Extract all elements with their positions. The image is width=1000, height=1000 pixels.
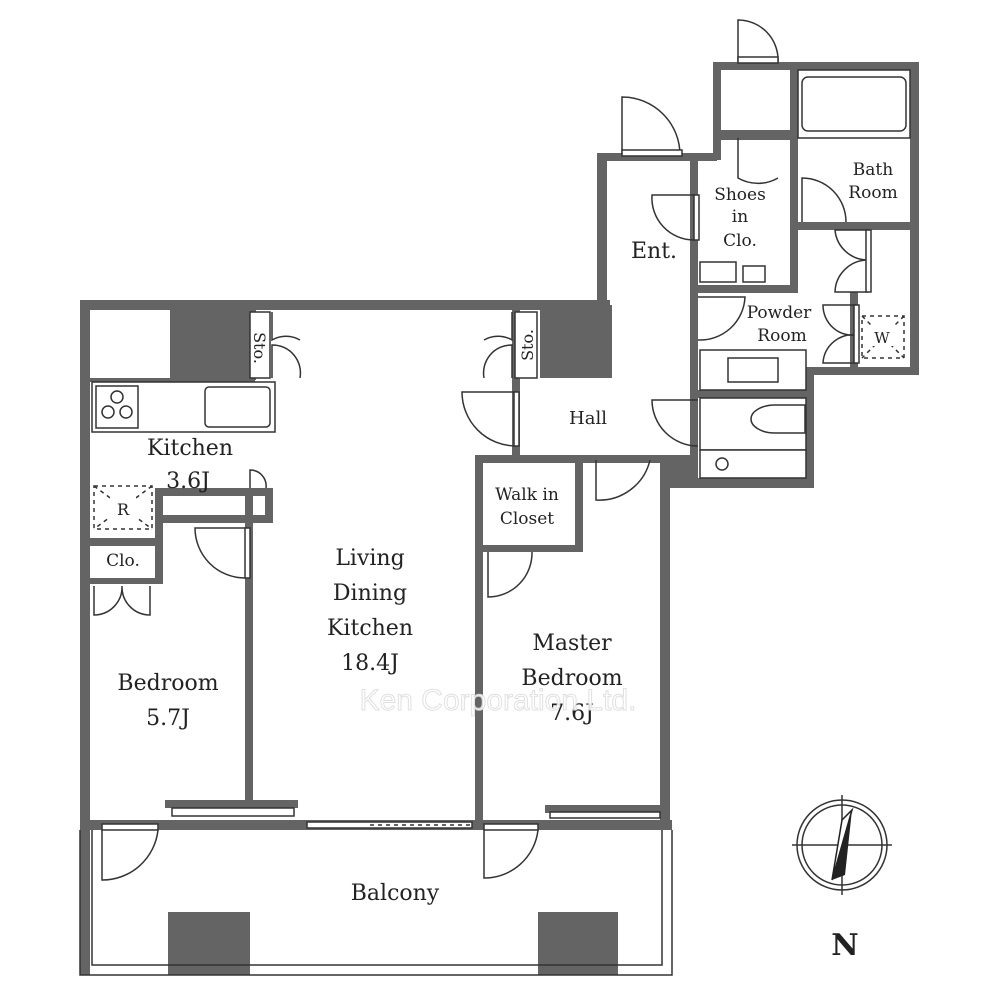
refrigerator-label: R bbox=[117, 500, 130, 519]
ldk-label-3: Kitchen bbox=[327, 616, 413, 641]
ldk-size: 18.4J bbox=[341, 651, 399, 676]
shoes-label-1: Shoes bbox=[714, 185, 766, 205]
walkin-label-1: Walk in bbox=[495, 485, 559, 505]
storage-right-label: Sto. bbox=[518, 329, 537, 361]
bedroom-size: 5.7J bbox=[146, 706, 190, 731]
kitchen-size: 3.6J bbox=[166, 469, 210, 494]
washer-label: W bbox=[874, 329, 890, 347]
kitchen-label: Kitchen bbox=[147, 436, 233, 461]
master-size: 7.6J bbox=[550, 701, 594, 726]
walkin-label-2: Closet bbox=[500, 509, 554, 529]
entrance-label: Ent. bbox=[631, 239, 677, 264]
watermark: Ken Corporation Ltd. bbox=[360, 684, 637, 717]
bedroom-label: Bedroom bbox=[117, 671, 218, 696]
ldk-label-2: Dining bbox=[333, 581, 407, 606]
compass-north-label: N bbox=[831, 928, 858, 963]
compass-icon bbox=[792, 795, 892, 895]
master-label-1: Master bbox=[532, 631, 612, 656]
ldk-label-1: Living bbox=[335, 546, 404, 571]
storage-left-label: Sto. bbox=[250, 332, 269, 364]
doors bbox=[93, 19, 872, 881]
bath-label-2: Room bbox=[848, 183, 897, 203]
shoes-label-3: Clo. bbox=[723, 231, 757, 251]
powder-label-2: Room bbox=[757, 326, 806, 346]
shoes-label-2: in bbox=[732, 207, 748, 227]
powder-label-1: Powder bbox=[747, 303, 812, 323]
bath-label-1: Bath bbox=[853, 160, 893, 180]
balcony-label: Balcony bbox=[351, 881, 440, 906]
closet-label: Clo. bbox=[106, 551, 140, 571]
master-label-2: Bedroom bbox=[521, 666, 622, 691]
walls bbox=[80, 62, 919, 975]
hall-label: Hall bbox=[569, 408, 607, 429]
